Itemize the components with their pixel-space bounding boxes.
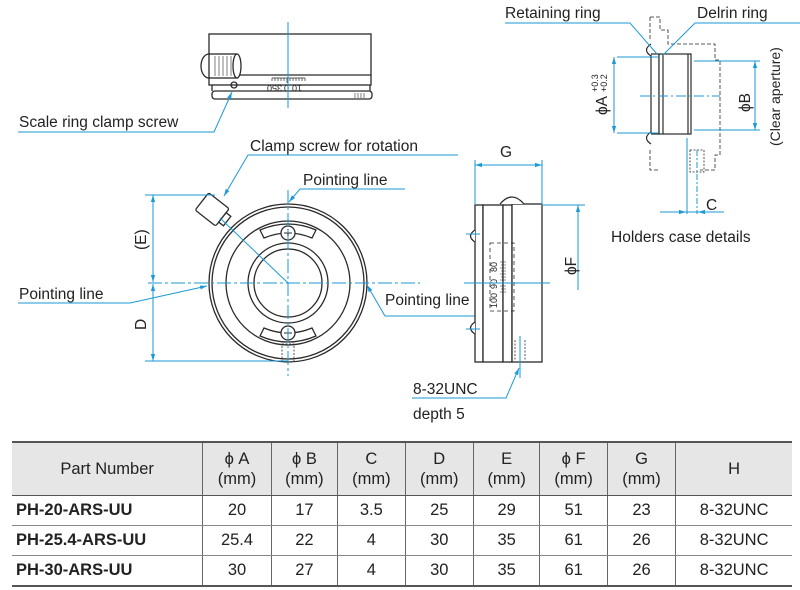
dim-B: ϕB	[737, 93, 754, 112]
cell-phi-f: 51	[539, 495, 608, 526]
cell-phi-f: 61	[539, 525, 608, 556]
header-part-number: Part Number	[12, 441, 204, 496]
cell-phi-b: 27	[270, 555, 339, 587]
dim-A: ϕA	[594, 95, 611, 115]
dim-C: C	[706, 197, 717, 214]
cell-phi-b: 22	[270, 525, 339, 556]
front-view	[195, 192, 368, 363]
table-row: PH-30-ARS-UU 30 27 4 30 35 61 26 8-32UNC	[12, 555, 792, 587]
cell-e: 29	[472, 495, 541, 526]
cell-phi-b: 17	[270, 495, 339, 526]
rotation-clamp-screw-icon	[195, 192, 232, 227]
cell-g: 26	[606, 555, 677, 587]
label-retaining-ring: Retaining ring	[505, 5, 601, 22]
label-clamp-screw-for-rotation: Clamp screw for rotation	[250, 138, 418, 155]
cell-phi-a: 20	[202, 495, 272, 526]
cell-g: 23	[606, 495, 677, 526]
cell-d: 30	[404, 555, 474, 587]
label-holders-case-details: Holders case details	[611, 229, 751, 246]
label-clear-aperture: (Clear aperture)	[767, 47, 783, 146]
table-header-row: Part Number ϕ A(mm) ϕ B(mm) C(mm) D(mm) …	[12, 441, 792, 496]
side-scale-label-80: 80	[489, 262, 499, 272]
top-view	[200, 33, 373, 100]
cell-h: 8-32UNC	[675, 525, 792, 556]
dim-A-tolerance-upper: +0.3	[590, 74, 600, 92]
top-scale-label-0: 0	[284, 83, 289, 93]
label-thread-spec: 8-32UNC	[413, 381, 478, 398]
cell-part-number: PH-30-ARS-UU	[12, 555, 204, 587]
cell-d: 30	[404, 525, 474, 556]
spec-table: Part Number ϕ A(mm) ϕ B(mm) C(mm) D(mm) …	[12, 441, 792, 587]
table-row: PH-25.4-ARS-UU 25.4 22 4 30 35 61 26 8-3…	[12, 525, 792, 556]
side-scale-label-90: 90	[489, 279, 499, 289]
label-thread-depth: depth 5	[413, 406, 465, 423]
header-h: H	[675, 441, 792, 496]
cell-e: 35	[472, 525, 541, 556]
cell-phi-f: 61	[539, 555, 608, 587]
cell-h: 8-32UNC	[675, 555, 792, 587]
cell-c: 4	[337, 555, 406, 587]
label-scale-ring-clamp-screw: Scale ring clamp screw	[19, 114, 179, 131]
cell-g: 26	[606, 525, 677, 556]
label-pointing-line-top: Pointing line	[303, 172, 387, 189]
holders-case-view	[645, 16, 721, 173]
label-delrin-ring: Delrin ring	[697, 5, 768, 22]
cell-part-number: PH-25.4-ARS-UU	[12, 525, 204, 556]
cell-e: 35	[472, 555, 541, 587]
label-pointing-line-left: Pointing line	[19, 286, 103, 303]
table-row: PH-20-ARS-UU 20 17 3.5 25 29 51 23 8-32U…	[12, 495, 792, 526]
side-scale-label-100: 100	[489, 293, 499, 308]
dim-A-tolerance-lower: +0.2	[599, 74, 609, 92]
knurled-knob-icon	[200, 53, 242, 79]
cell-c: 4	[337, 525, 406, 556]
cell-d: 25	[404, 495, 474, 526]
label-pointing-line-right: Pointing line	[385, 292, 469, 309]
header-d: D(mm)	[404, 441, 474, 496]
top-scale-label-10: 10	[292, 83, 302, 93]
cell-h: 8-32UNC	[675, 495, 792, 526]
dim-D: D	[133, 319, 150, 330]
technical-drawing: 350 0 10 Scale ring clamp screw	[18, 5, 800, 423]
cell-phi-a: 30	[202, 555, 272, 587]
dim-G: G	[500, 144, 512, 161]
header-e: E(mm)	[472, 441, 541, 496]
top-scale-label-350: 350	[267, 83, 282, 93]
header-c: C(mm)	[337, 441, 406, 496]
side-view	[469, 196, 543, 363]
dim-E: (E)	[133, 229, 150, 250]
header-g: G(mm)	[606, 441, 677, 496]
cell-c: 3.5	[337, 495, 406, 526]
cell-phi-a: 25.4	[202, 525, 272, 556]
dim-F: ϕF	[563, 257, 580, 275]
header-phi-a: ϕ A(mm)	[202, 441, 272, 496]
header-phi-f: ϕ F(mm)	[539, 441, 608, 496]
header-phi-b: ϕ B(mm)	[270, 441, 339, 496]
cell-part-number: PH-20-ARS-UU	[12, 495, 204, 526]
